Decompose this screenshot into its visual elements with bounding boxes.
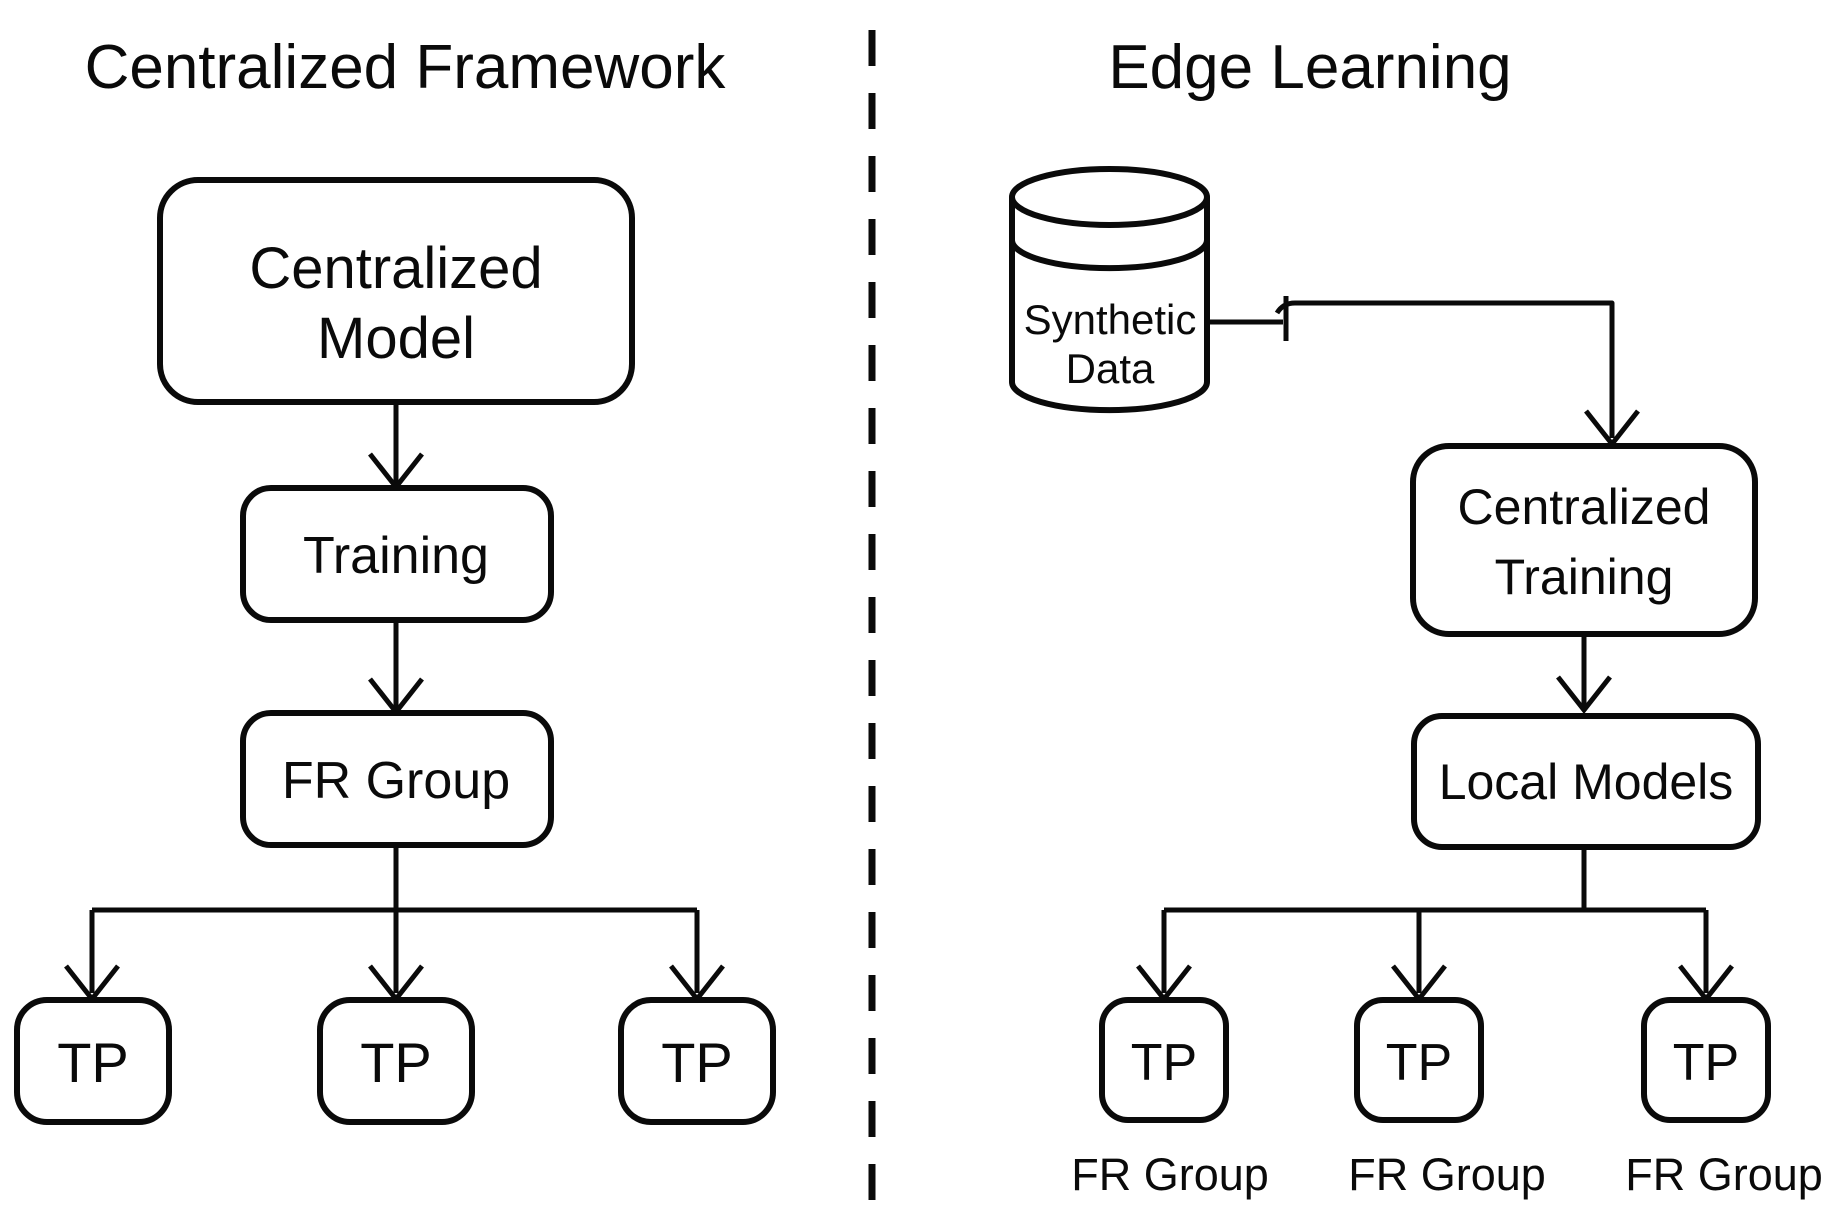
arrow-training-to-localmodels-head xyxy=(1556,675,1612,715)
right-panel-title: Edge Learning xyxy=(1108,33,1511,102)
centralized-training-label-line1: Centralized xyxy=(1458,479,1711,535)
tp-box-left-3 xyxy=(618,997,776,1125)
tp-box-right-3 xyxy=(1641,997,1771,1123)
centralized-training-box xyxy=(1410,443,1758,637)
tp-label-right-1: TP xyxy=(1131,1034,1197,1092)
fr-group-caption-3: FR Group xyxy=(1625,1149,1823,1200)
tp-label-right-3: TP xyxy=(1673,1034,1739,1092)
tp-label-left-3: TP xyxy=(661,1031,733,1094)
local-models-label: Local Models xyxy=(1439,754,1734,810)
arrow-db-to-centralized-training xyxy=(1274,300,1615,438)
centralized-model-label-line2: Model xyxy=(317,306,475,371)
tp-box-left-2 xyxy=(317,997,475,1125)
left-panel-title: Centralized Framework xyxy=(85,33,727,102)
fr-group-label: FR Group xyxy=(282,752,510,810)
centralized-training-label-line2: Training xyxy=(1495,549,1674,605)
tp-label-right-2: TP xyxy=(1386,1034,1452,1092)
tp-box-left-1 xyxy=(14,997,172,1125)
tp-box-right-1 xyxy=(1099,997,1229,1123)
database-rim xyxy=(1009,239,1210,272)
training-label: Training xyxy=(303,527,489,585)
tp-label-left-2: TP xyxy=(360,1031,432,1094)
database-lid xyxy=(1009,166,1210,228)
synthetic-data-label-line1: Synthetic xyxy=(1024,296,1197,343)
tp-label-left-1: TP xyxy=(57,1031,129,1094)
fr-group-caption-2: FR Group xyxy=(1348,1149,1546,1200)
right-panel-edge-learning: Edge Learning Synthetic Data Centralized… xyxy=(1009,33,1823,1200)
synthetic-data-label-line2: Data xyxy=(1066,345,1155,392)
left-panel-centralized-framework: Centralized Framework Centralized Model … xyxy=(14,33,776,1125)
fr-group-caption-1: FR Group xyxy=(1071,1149,1269,1200)
centralized-model-label-line1: Centralized xyxy=(249,236,542,301)
tp-box-right-2 xyxy=(1354,997,1484,1123)
database-icon xyxy=(1009,166,1210,414)
